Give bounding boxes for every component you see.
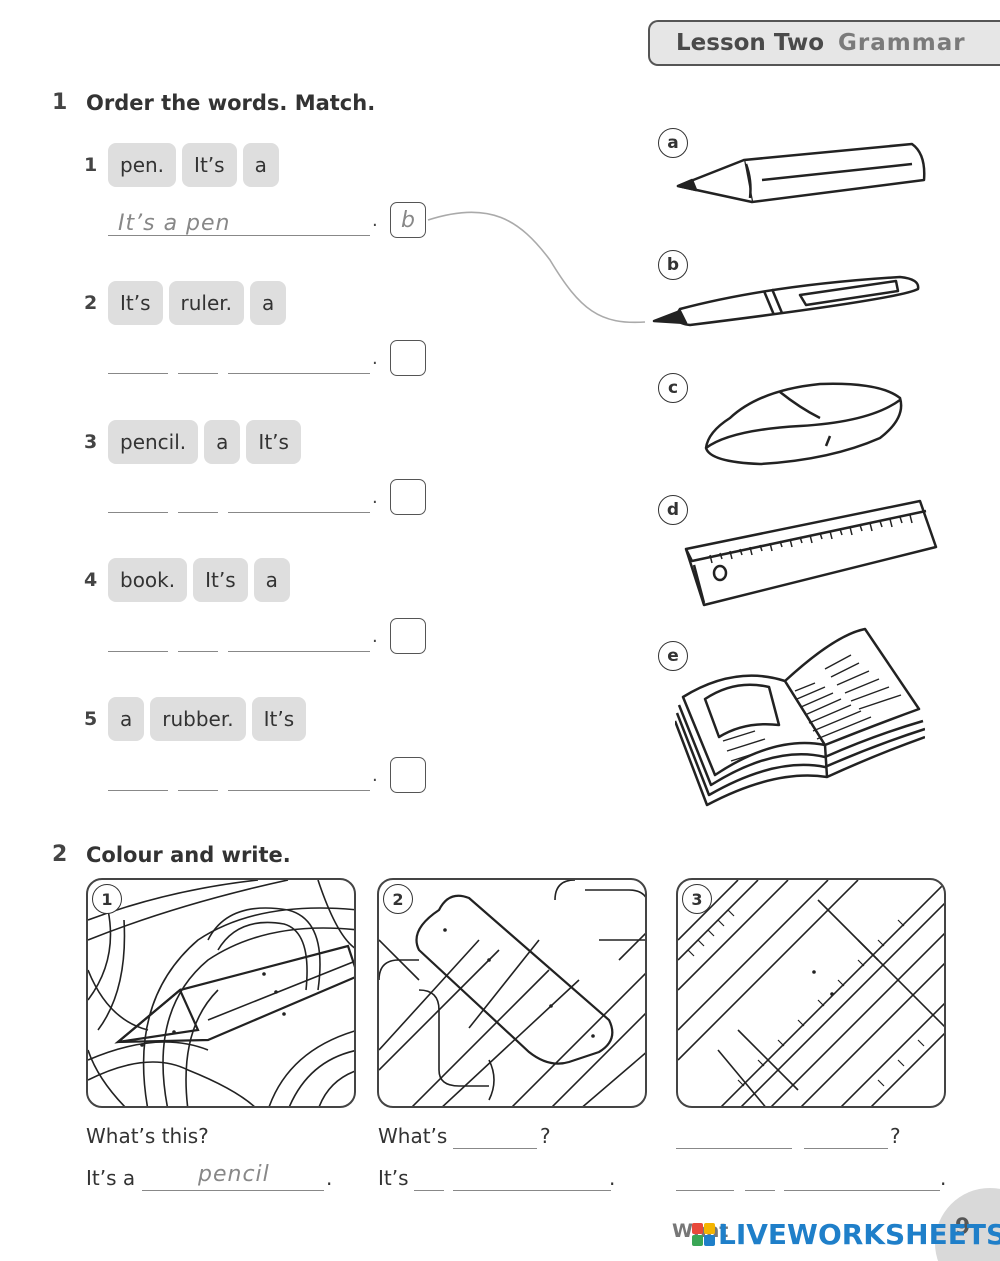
exercise-1-title: Order the words. Match.	[86, 91, 376, 115]
hidden-ruler-pattern[interactable]	[678, 880, 946, 1108]
period: .	[940, 1166, 947, 1190]
question-end-3: ?	[890, 1124, 901, 1148]
question-end-2: ?	[540, 1124, 551, 1148]
question-row-3: 3 pencil. a It’s	[84, 420, 307, 464]
word-chip[interactable]: a	[250, 281, 287, 325]
match-box-5[interactable]	[390, 757, 426, 793]
lesson-title: Lesson Two	[676, 30, 825, 56]
answer-blank-2b[interactable]	[453, 1190, 611, 1191]
question-blank-2[interactable]	[453, 1148, 537, 1149]
word-chip[interactable]: book.	[108, 558, 188, 602]
word-chip[interactable]: rubber.	[150, 697, 246, 741]
answer-handwritten-1[interactable]: pencil	[198, 1162, 270, 1187]
exercise-2-title: Colour and write.	[86, 843, 291, 867]
period: .	[326, 1166, 333, 1190]
panel-number: 3	[682, 884, 712, 914]
picture-label-c: c	[658, 373, 688, 403]
word-chip[interactable]: It’s	[193, 558, 248, 602]
answer-prefix-1: It’s a	[86, 1166, 136, 1190]
answer-blank-1[interactable]	[142, 1190, 324, 1191]
word-chip[interactable]: pencil.	[108, 420, 199, 464]
word-chip[interactable]: It’s	[246, 420, 301, 464]
question-row-5: 5 a rubber. It’s	[84, 697, 312, 741]
answer-line-3[interactable]: .	[108, 477, 428, 513]
rubber-icon[interactable]	[700, 378, 910, 473]
question-row-2: 2 It’s ruler. a	[84, 281, 292, 325]
word-chip[interactable]: ruler.	[168, 281, 245, 325]
answer-prefix-2: It’s	[378, 1166, 409, 1190]
answer-text[interactable]: It’s a pen	[118, 211, 231, 236]
word-chip[interactable]: a	[108, 697, 145, 741]
word-chip[interactable]: It’s	[182, 143, 237, 187]
hidden-rubber-pattern[interactable]	[379, 880, 647, 1108]
answer-blank-3a[interactable]	[676, 1190, 734, 1191]
hidden-pencil-pattern[interactable]	[88, 880, 356, 1108]
word-chip[interactable]: a	[253, 558, 290, 602]
match-box-3[interactable]	[390, 479, 426, 515]
panel-number: 2	[383, 884, 413, 914]
question-number: 3	[84, 431, 98, 453]
match-box-2[interactable]	[390, 340, 426, 376]
question-text-1: What’s this?	[86, 1124, 209, 1148]
question-number: 1	[84, 154, 98, 176]
pen-icon[interactable]	[650, 265, 930, 335]
panel-number: 1	[92, 884, 122, 914]
picture-label-a: a	[658, 128, 688, 158]
colour-panel-3[interactable]: 3	[676, 878, 946, 1108]
question-blank-3b[interactable]	[804, 1148, 888, 1149]
book-icon[interactable]	[675, 625, 925, 820]
colour-panel-2[interactable]: 2	[377, 878, 647, 1108]
question-number: 5	[84, 708, 98, 730]
answer-line-1[interactable]: It’s a pen .	[108, 200, 428, 236]
question-prefix-2: What’s	[378, 1124, 448, 1148]
exercise-2-number: 2	[52, 842, 68, 867]
word-chip[interactable]: a	[242, 143, 279, 187]
question-blank-3a[interactable]	[676, 1148, 792, 1149]
answer-blank-2a[interactable]	[414, 1190, 444, 1191]
question-row-4: 4 book. It’s a	[84, 558, 296, 602]
pencil-icon[interactable]	[672, 140, 932, 215]
ruler-icon[interactable]	[680, 495, 940, 607]
picture-label-d: d	[658, 495, 688, 525]
colour-panel-1[interactable]: 1	[86, 878, 356, 1108]
word-chip[interactable]: pen.	[108, 143, 177, 187]
word-chip[interactable]: a	[204, 420, 241, 464]
match-connector-line	[427, 211, 646, 324]
answer-line-5[interactable]: .	[108, 755, 428, 791]
lesson-topic: Grammar	[838, 30, 966, 56]
question-row-1: 1 pen. It’s a	[84, 143, 285, 187]
match-box-1[interactable]: b	[390, 202, 426, 238]
picture-label-e: e	[658, 641, 688, 671]
period: .	[609, 1166, 616, 1190]
page-number: 9	[955, 1215, 971, 1240]
answer-blank-3b[interactable]	[745, 1190, 775, 1191]
answer-line-2[interactable]: .	[108, 338, 428, 374]
exercise-1-number: 1	[52, 90, 68, 115]
answer-blank-3c[interactable]	[784, 1190, 940, 1191]
question-number: 4	[84, 569, 98, 591]
picture-label-b: b	[658, 250, 688, 280]
lesson-header: Lesson Two Grammar	[648, 20, 1000, 66]
liveworksheets-logo: LIVEWORKSHEETS	[692, 1218, 1000, 1251]
word-chip[interactable]: It’s	[108, 281, 163, 325]
liveworksheets-brand-text: LIVEWORKSHEETS	[718, 1218, 1000, 1251]
question-number: 2	[84, 292, 98, 314]
word-chip[interactable]: It’s	[251, 697, 307, 741]
match-box-4[interactable]	[390, 618, 426, 654]
answer-line-4[interactable]: .	[108, 616, 428, 652]
liveworksheets-logo-icon	[692, 1223, 715, 1246]
